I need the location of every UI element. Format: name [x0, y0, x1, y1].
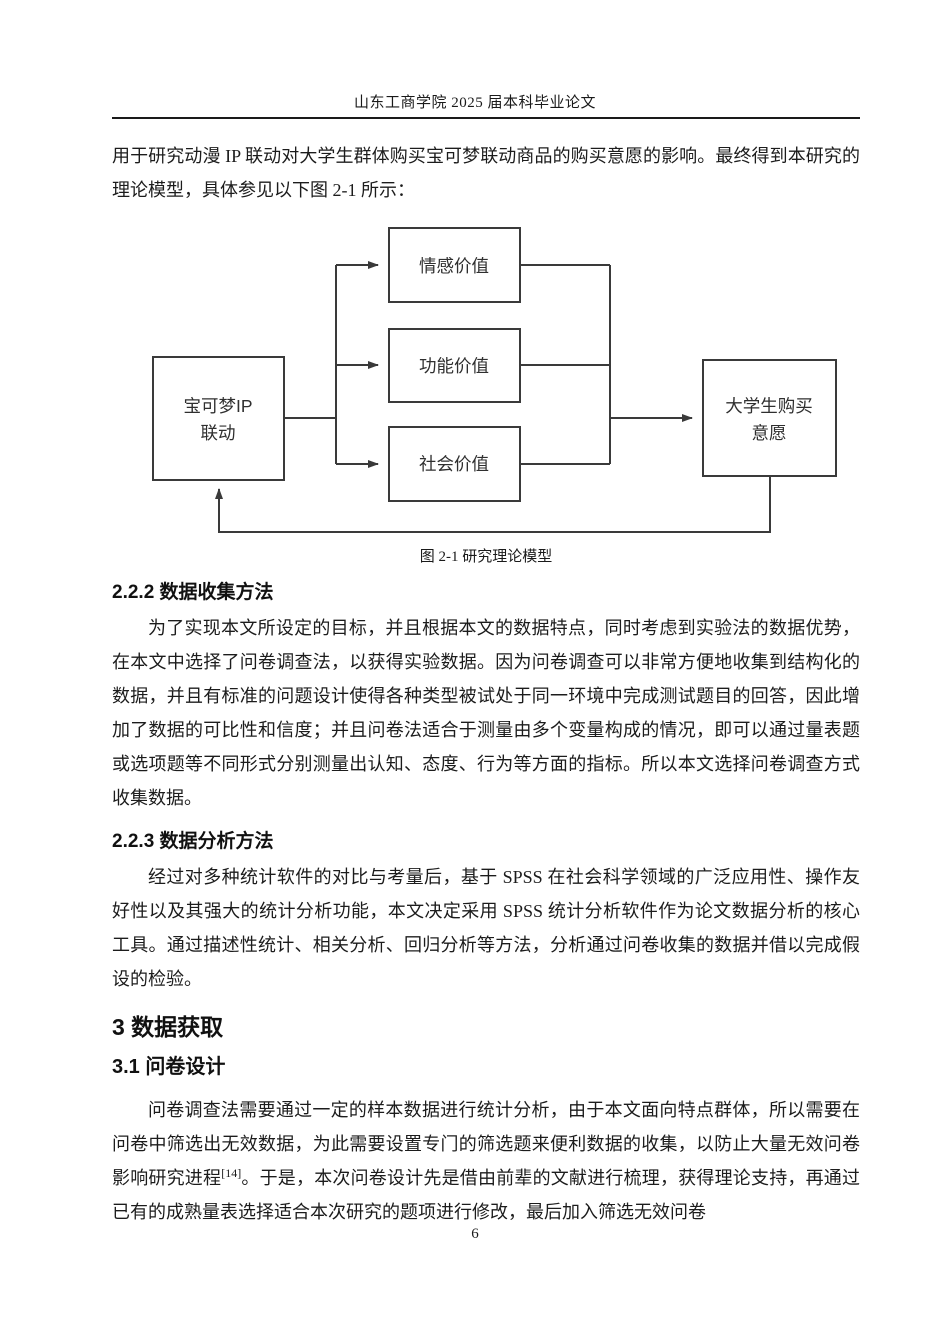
diagram-edges	[215, 261, 771, 533]
page-number: 6	[471, 1226, 479, 1242]
heading-2-2-3: 2.2.3 数据分析方法	[112, 831, 274, 852]
diagram-labels: 宝可梦IP 联动 情感价值 功能价值 社会价值 大学生购买 意愿	[183, 256, 812, 474]
source-label-line1: 宝可梦IP	[183, 396, 252, 416]
heading-chapter-3: 3 数据获取	[112, 1014, 224, 1040]
figure-caption: 图 2-1 研究理论模型	[419, 549, 553, 565]
node-outcome-box	[702, 359, 837, 477]
outcome-label-line1: 大学生购买	[725, 396, 813, 416]
paragraph-3-1: 问卷调查法需要通过一定的样本数据进行统计分析，由于本文面向特点群体，所以需要在问…	[112, 1093, 860, 1229]
intro-paragraph: 用于研究动漫 IP 联动对大学生群体购买宝可梦联动商品的购买意愿的影响。最终得到…	[112, 146, 860, 200]
paragraph-2-2-2: 为了实现本文所设定的目标，并且根据本文的数据特点，同时考虑到实验法的数据优势，在…	[112, 618, 860, 808]
functional-value-label: 功能价值	[419, 356, 489, 376]
paragraph-3-1-before-ref: 问卷调查法需要通过一定的样本数据进行统计分析，由于本文面向特点群体，所以需要在问…	[112, 1100, 860, 1188]
social-value-label: 社会价值	[419, 454, 489, 474]
heading-2-2-2: 2.2.2 数据收集方法	[112, 582, 274, 603]
emotional-value-label: 情感价值	[419, 256, 489, 276]
page-content: 用于研究动漫 IP 联动对大学生群体购买宝可梦联动商品的购买意愿的影响。最终得到…	[112, 139, 860, 1229]
node-social-box	[388, 426, 521, 502]
citation-ref-14: [14]	[221, 1166, 242, 1180]
header-divider	[112, 117, 860, 119]
node-emotional-box	[388, 227, 521, 303]
paragraph-3-1-after-ref: 。于是，本次问卷设计先是借由前辈的文献进行梳理，获得理论支持，再通过已有的成熟量…	[112, 1168, 860, 1222]
source-label-line2: 联动	[201, 423, 236, 443]
node-source-box	[152, 356, 285, 481]
running-header: 山东工商学院 2025 届本科毕业论文	[353, 95, 596, 111]
theory-model-diagram: 宝可梦IP 联动 情感价值 功能价值 社会价值 大学生购买 意愿	[152, 227, 837, 533]
heading-3-1: 3.1 问卷设计	[112, 1056, 226, 1078]
edge-feedback-loop	[215, 476, 771, 533]
node-functional-box	[388, 328, 521, 403]
outcome-label-line2: 意愿	[752, 423, 787, 443]
paragraph-2-2-3: 经过对多种统计软件的对比与考量后，基于 SPSS 在社会科学领域的广泛应用性、操…	[112, 867, 860, 989]
diagram-nodes	[152, 227, 837, 502]
theory-model-figure: 宝可梦IP 联动 情感价值 功能价值 社会价值 大学生购买 意愿	[112, 219, 860, 541]
